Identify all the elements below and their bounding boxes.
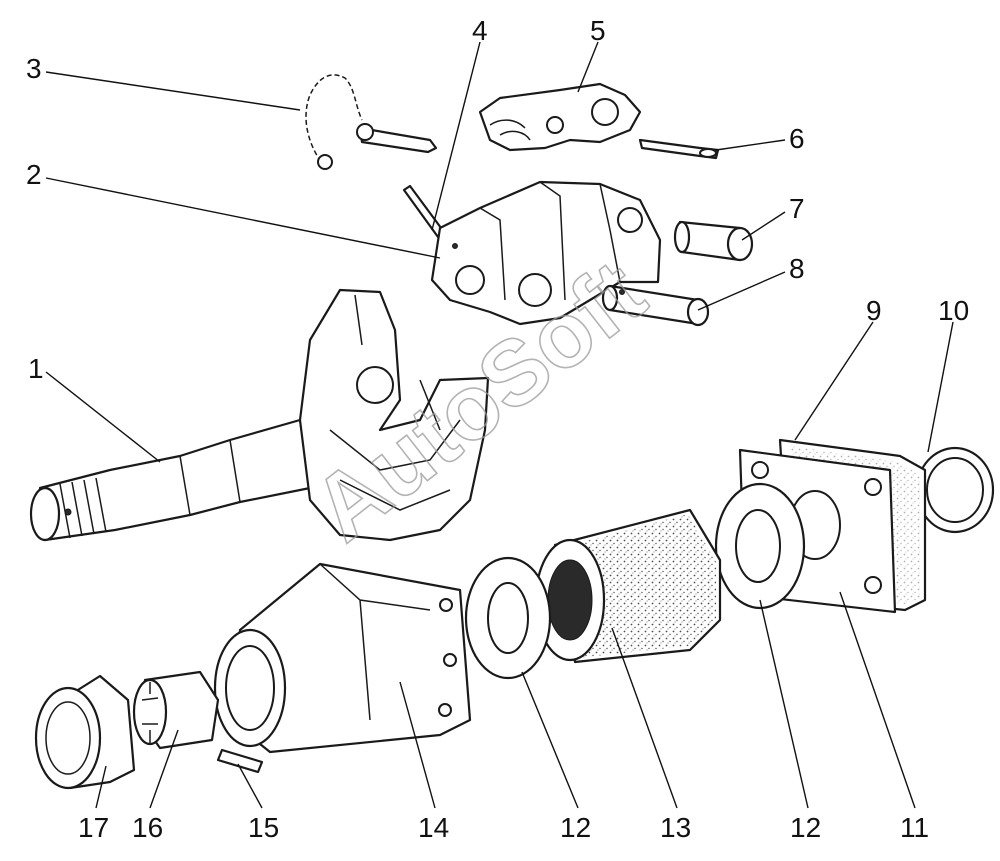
latch-part-5 <box>478 82 642 152</box>
label-part-7: 7 <box>789 193 805 224</box>
leader-lines <box>45 41 954 809</box>
housing-part-14 <box>213 562 472 754</box>
pin-part-4 <box>402 184 446 239</box>
pin-part-7 <box>673 220 754 262</box>
castle-nut-part-16 <box>132 670 220 750</box>
washer-part-12-right <box>714 482 806 610</box>
label-part-3: 3 <box>26 53 42 84</box>
label-part-12-right: 12 <box>790 812 821 843</box>
bushing-part-13 <box>534 508 722 664</box>
label-part-11: 11 <box>900 812 929 843</box>
label-part-4: 4 <box>472 15 488 46</box>
label-part-14: 14 <box>418 812 449 843</box>
label-part-12-left: 12 <box>560 812 591 843</box>
split-pin-part-6 <box>638 138 720 160</box>
label-part-10: 10 <box>938 295 969 326</box>
chain-pin-part-3 <box>305 74 438 170</box>
label-part-8: 8 <box>789 253 805 284</box>
label-part-2: 2 <box>26 159 42 190</box>
axle-fork-part-1 <box>29 288 490 542</box>
bracket-part-2 <box>430 180 662 326</box>
label-part-15: 15 <box>248 812 279 843</box>
label-part-13: 13 <box>660 812 691 843</box>
label-part-9: 9 <box>866 295 882 326</box>
washer-part-12-left <box>464 556 552 680</box>
pin-part-15 <box>216 748 264 774</box>
label-part-16: 16 <box>132 812 163 843</box>
label-part-6: 6 <box>789 123 805 154</box>
pin-part-8 <box>601 284 710 327</box>
label-part-1: 1 <box>28 353 44 384</box>
cap-part-17 <box>34 674 136 790</box>
callout-labels: 3 4 5 6 2 7 8 9 10 1 17 16 15 14 12 13 1… <box>26 15 969 843</box>
label-part-17: 17 <box>78 812 109 843</box>
ring-part-10 <box>915 446 995 534</box>
label-part-5: 5 <box>590 15 606 46</box>
